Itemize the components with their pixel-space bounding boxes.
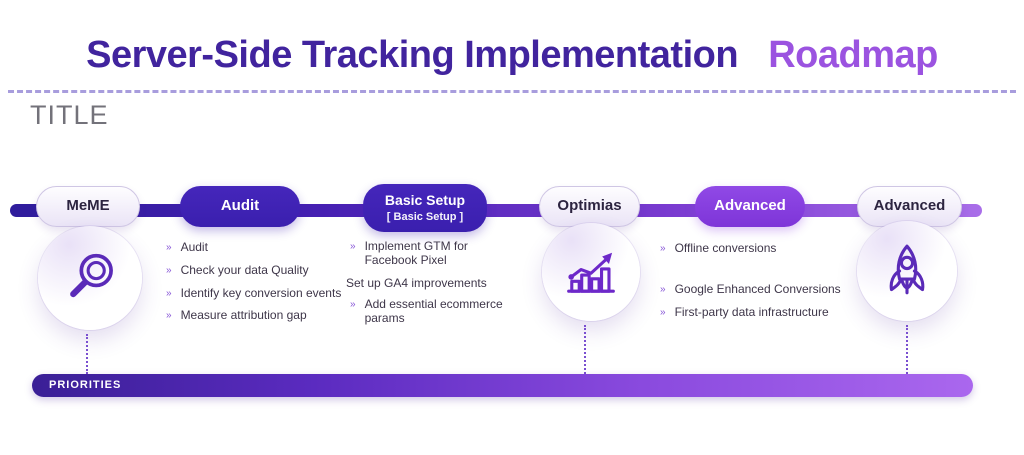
dashed-divider <box>8 90 1016 93</box>
priorities-bar: PRIORITIES <box>32 374 973 397</box>
advanced-bullet-list: »Offline conversions »Google Enhanced Co… <box>660 241 870 328</box>
page-title-accent: Roadmap <box>768 34 938 76</box>
stage-pill-3-basic-setup: Basic Setup [ Basic Setup ] <box>363 184 487 232</box>
dotted-connector <box>86 334 88 374</box>
section-label: TITLE <box>30 100 109 130</box>
stage-pill-3-label: Basic Setup <box>384 192 466 209</box>
stage-pill-1-label: MeME <box>66 197 110 215</box>
list-item: »Audit <box>166 240 208 254</box>
growth-chart-icon <box>567 252 615 293</box>
priorities-bar-label: PRIORITIES <box>49 379 122 391</box>
stage-pill-2-label: Audit <box>220 197 260 215</box>
bullet-icon: » <box>660 243 666 254</box>
list-item: »First-party data infrastructure <box>660 304 829 319</box>
timeline-bar <box>10 204 982 217</box>
rocket-icon <box>889 244 925 295</box>
bullet-icon: » <box>166 310 172 322</box>
bullet-icon: » <box>660 306 666 318</box>
list-item: »Google Enhanced Conversions <box>660 281 841 296</box>
list-item: »Offline conversions <box>660 241 777 255</box>
list-item: »Check your data Quality <box>166 262 309 277</box>
page-title: Server-Side Tracking Implementation Road… <box>0 34 1024 77</box>
list-item: »Measure attribution gap <box>166 308 307 323</box>
bullet-icon: » <box>166 287 172 299</box>
stage-circle-audit <box>38 226 142 330</box>
bullet-icon: » <box>166 264 172 276</box>
list-item: »Identify key conversion events <box>166 285 342 300</box>
bullet-icon: » <box>350 241 356 252</box>
bullet-icon: » <box>660 283 666 295</box>
dotted-connector <box>906 325 908 374</box>
stage-pill-4-optimize: Optimias <box>539 186 640 227</box>
audit-bullet-list: »Audit »Check your data Quality »Identif… <box>166 240 346 332</box>
setup-bullet-list: » Implement GTM for Facebook Pixel Set u… <box>346 239 535 335</box>
bullet-icon: » <box>166 242 172 253</box>
list-item: » Add essential ecommerce params <box>350 297 503 326</box>
stage-pill-5-label: Advanced <box>714 197 786 215</box>
list-item: » Implement GTM for Facebook Pixel <box>350 239 468 267</box>
stage-pill-6-advanced: Advanced <box>857 186 962 227</box>
stage-pill-3-sublabel: [ Basic Setup ] <box>386 210 464 223</box>
stage-pill-2-audit: Audit <box>180 186 300 227</box>
stage-pill-6-label: Advanced <box>873 197 946 215</box>
stage-pill-5-advanced: Advanced <box>695 186 805 227</box>
stage-circle-optimize <box>542 223 640 321</box>
page-title-main: Server-Side Tracking Implementation <box>86 34 739 76</box>
setup-note: Set up GA4 improvements <box>346 275 487 290</box>
stage-circle-launch <box>857 221 957 321</box>
dotted-connector <box>584 325 586 374</box>
magnifier-icon <box>70 253 113 298</box>
stage-pill-1: MeME <box>36 186 140 227</box>
stage-pill-4-label: Optimias <box>557 197 622 215</box>
bullet-icon: » <box>350 299 356 311</box>
